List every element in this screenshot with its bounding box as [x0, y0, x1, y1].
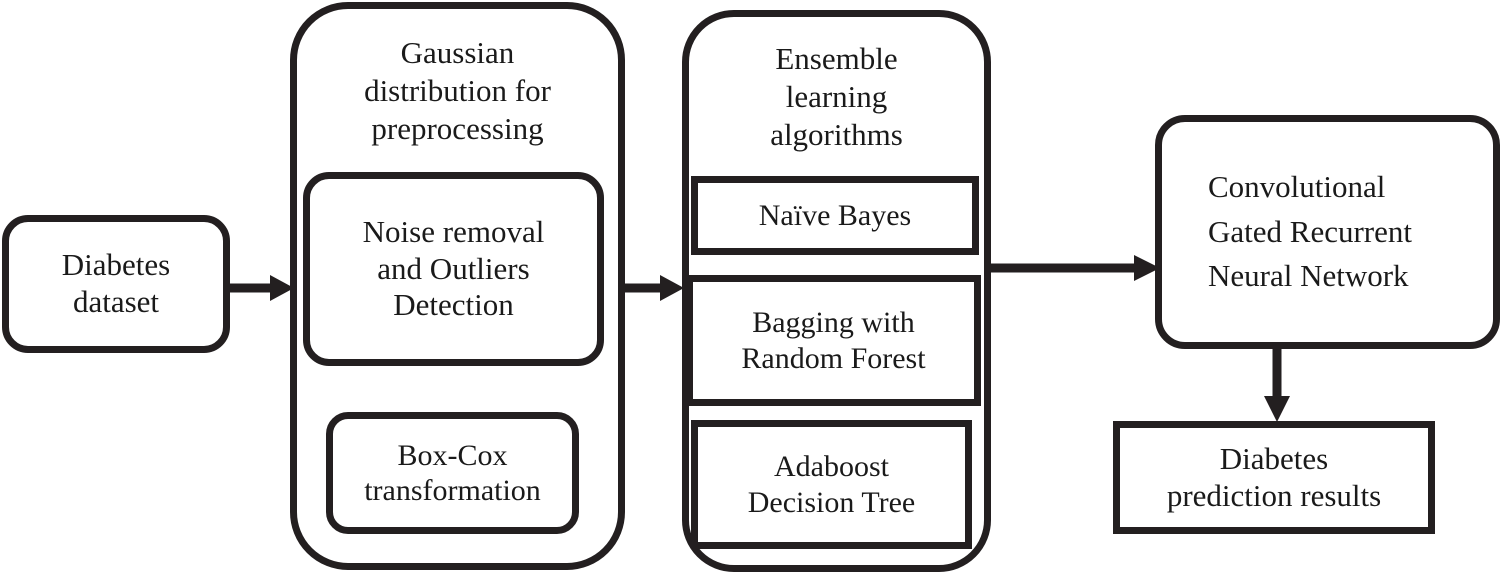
node-convolutional-gated-recurrent-neural-network[interactable]: Convolutional Gated Recurrent Neural Net… [1155, 115, 1500, 349]
node-noise-removal-outliers-detection[interactable]: Noise removal and Outliers Detection [303, 172, 604, 366]
node-diabetes-dataset[interactable]: Diabetes dataset [2, 215, 230, 353]
edge-dataset-to-preprocessing [226, 268, 296, 308]
group-gaussian-preprocessing-title: Gaussian distribution for preprocessing [364, 35, 551, 146]
edge-preprocessing-to-ensemble [620, 268, 690, 308]
node-diabetes-prediction-results[interactable]: Diabetes prediction results [1113, 421, 1435, 534]
node-cgrnn-label: Convolutional Gated Recurrent Neural Net… [1208, 168, 1412, 294]
group-ensemble-learning-title: Ensemble learning algorithms [770, 41, 903, 152]
node-adaboost-decision-tree-label: Adaboost Decision Tree [747, 450, 916, 519]
node-diabetes-prediction-results-label: Diabetes prediction results [1166, 440, 1382, 513]
node-naive-bayes-label: Naïve Bayes [758, 198, 912, 232]
node-noise-removal-label: Noise removal and Outliers Detection [362, 214, 545, 323]
node-bagging-random-forest-label: Bagging with Random Forest [741, 306, 926, 375]
node-bagging-random-forest[interactable]: Bagging with Random Forest [686, 275, 981, 406]
node-naive-bayes[interactable]: Naïve Bayes [691, 176, 979, 255]
edge-ensemble-to-cgrnn [986, 248, 1166, 288]
node-diabetes-dataset-label: Diabetes dataset [61, 247, 171, 319]
node-box-cox-label: Box-Cox transformation [364, 438, 541, 507]
node-box-cox-transformation[interactable]: Box-Cox transformation [326, 412, 579, 534]
edge-cgrnn-to-results [1255, 344, 1299, 426]
node-adaboost-decision-tree[interactable]: Adaboost Decision Tree [691, 420, 972, 549]
